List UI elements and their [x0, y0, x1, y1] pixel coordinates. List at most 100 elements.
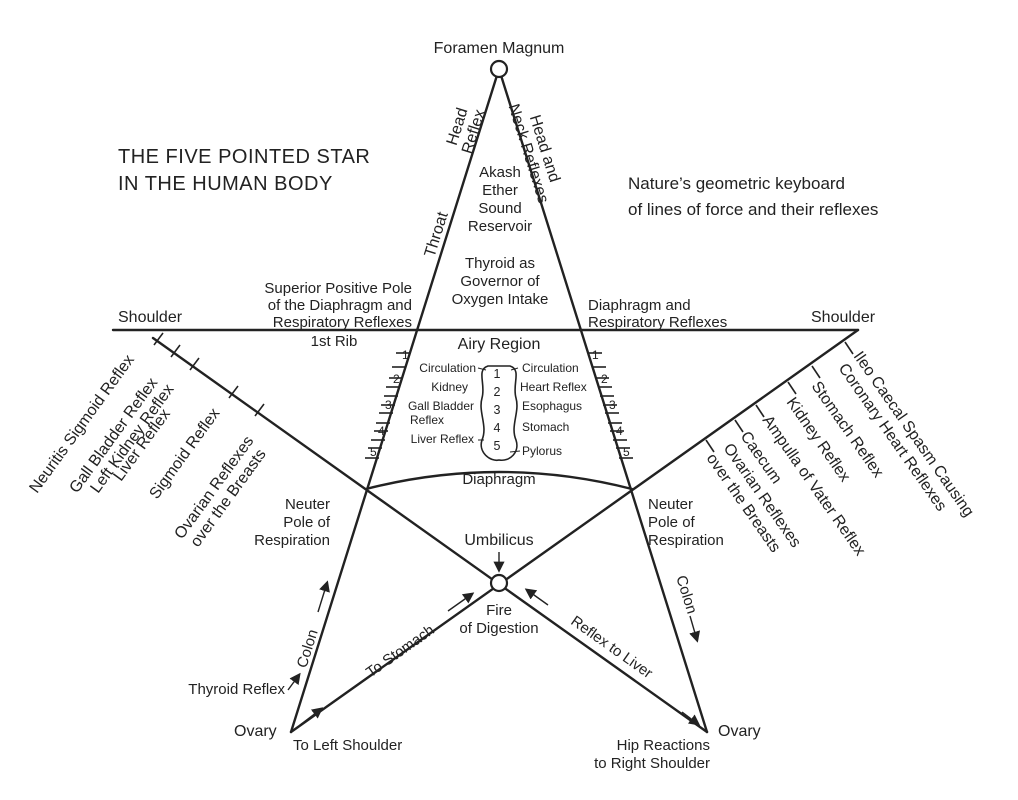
svg-text:of Digestion: of Digestion [459, 620, 538, 637]
svg-text:Respiration: Respiration [254, 532, 330, 549]
colon-right-label: Colon [672, 573, 700, 615]
svg-text:1: 1 [402, 348, 409, 362]
svg-text:3: 3 [494, 403, 501, 417]
umbilicus-label: Umbilicus [464, 532, 533, 549]
svg-text:4: 4 [616, 424, 623, 438]
svg-text:Circulation: Circulation [522, 361, 579, 375]
svg-text:Circulation: Circulation [419, 361, 476, 375]
svg-text:Esophagus: Esophagus [522, 399, 582, 413]
svg-text:4: 4 [494, 421, 501, 435]
svg-text:to Right Shoulder: to Right Shoulder [594, 755, 710, 772]
right-side-ticks [588, 352, 633, 459]
svg-text:Liver Reflex: Liver Reflex [411, 432, 474, 446]
thyroid-reflex-arrow [287, 672, 301, 691]
svg-text:Fire: Fire [486, 602, 512, 619]
svg-text:Pole of: Pole of [648, 514, 696, 531]
svg-text:Governor of: Governor of [460, 273, 540, 290]
umbilicus-point [489, 573, 509, 593]
to-left-shoulder-label: To Left Shoulder [293, 737, 402, 754]
to-stomach-arrow [447, 592, 475, 612]
star-line-right [497, 67, 709, 734]
subtitle-line2: of lines of force and their reflexes [628, 200, 878, 219]
right-ovary-label: Ovary [718, 723, 761, 740]
left-diagonal-ticks [153, 332, 265, 417]
svg-text:Pole of: Pole of [283, 514, 331, 531]
spine-column-shape [480, 365, 518, 462]
svg-text:Neuter: Neuter [648, 496, 693, 513]
svg-text:of the Diaphragm and: of the Diaphragm and [268, 297, 412, 314]
svg-text:5: 5 [370, 445, 377, 459]
head-reflex-label: Head Reflex [444, 106, 489, 156]
subtitle-line1: Nature’s geometric keyboard [628, 174, 845, 193]
center-right-labels: Circulation Heart Reflex Esophagus Stoma… [520, 361, 587, 458]
neuter-pole-right-label: Neuter Pole of Respiration [648, 496, 724, 549]
svg-text:Gall Bladder: Gall Bladder [408, 399, 474, 413]
svg-text:1: 1 [494, 367, 501, 381]
svg-text:Diaphragm and: Diaphragm and [588, 297, 691, 314]
left-shoulder-label: Shoulder [118, 309, 183, 326]
right-bottom-arrow [681, 711, 701, 726]
svg-text:Kidney: Kidney [431, 380, 468, 394]
svg-text:Oxygen Intake: Oxygen Intake [452, 291, 549, 308]
svg-text:Reservoir: Reservoir [468, 218, 532, 235]
colon-left-arrow [317, 580, 330, 613]
diaphragm-curve [364, 470, 634, 491]
airy-region-label: Airy Region [458, 336, 541, 353]
svg-text:Superior Positive Pole: Superior Positive Pole [264, 280, 412, 297]
svg-text:4: 4 [378, 424, 385, 438]
right-side-tick-numbers: 1 2 3 4 5 [592, 348, 630, 459]
svg-text:Colon: Colon [672, 573, 700, 615]
right-reflex-labels: Ileo Caecal Spasm Causing Coronary Heart… [703, 349, 977, 559]
colon-right-arrow [689, 615, 701, 643]
svg-text:Neuter: Neuter [285, 496, 330, 513]
diaphragm-respiratory-label: Diaphragm and Respiratory Reflexes [588, 297, 727, 331]
foramen-magnum-label: Foramen Magnum [434, 40, 565, 57]
center-left-labels: Circulation Kidney Gall Bladder Reflex L… [408, 361, 476, 446]
svg-text:5: 5 [623, 445, 630, 459]
right-diagonal-ticks [705, 341, 854, 453]
right-shoulder-label: Shoulder [811, 309, 876, 326]
left-ovary-label: Ovary [234, 723, 277, 740]
to-stomach-label: To Stomach [363, 622, 437, 682]
svg-text:2: 2 [601, 372, 608, 386]
neuter-pole-left-label: Neuter Pole of Respiration [254, 496, 331, 549]
svg-text:1: 1 [592, 348, 599, 362]
svg-text:Akash: Akash [479, 164, 521, 181]
akash-label: Akash Ether Sound Reservoir [468, 164, 532, 235]
svg-text:Reflex: Reflex [410, 413, 444, 427]
star-line-left [289, 67, 501, 734]
diagram-title-line2: IN THE HUMAN BODY [118, 173, 333, 195]
left-side-tick-numbers: 1 2 3 4 5 [370, 348, 409, 459]
thyroid-reflex-label: Thyroid Reflex [188, 681, 285, 698]
svg-text:Respiration: Respiration [648, 532, 724, 549]
svg-text:To Stomach: To Stomach [363, 622, 437, 682]
center-numbers: 1 2 3 4 5 [494, 367, 501, 453]
svg-text:Hip Reactions: Hip Reactions [617, 737, 710, 754]
diaphragm-label: Diaphragm [462, 471, 535, 488]
center-leader-lines [477, 367, 521, 453]
left-bottom-arrow [299, 707, 324, 726]
fire-of-digestion-label: Fire of Digestion [459, 602, 538, 637]
left-side-ticks [365, 352, 410, 459]
svg-text:Stomach: Stomach [522, 420, 569, 434]
svg-text:Ether: Ether [482, 182, 518, 199]
svg-text:Sound: Sound [478, 200, 521, 217]
svg-text:Thyroid as: Thyroid as [465, 255, 535, 272]
svg-text:3: 3 [385, 398, 392, 412]
thyroid-governor-label: Thyroid as Governor of Oxygen Intake [452, 255, 549, 308]
svg-text:Pylorus: Pylorus [522, 444, 562, 458]
svg-text:Respiratory Reflexes: Respiratory Reflexes [588, 314, 727, 331]
svg-text:3: 3 [609, 398, 616, 412]
svg-text:Respiratory Reflexes: Respiratory Reflexes [273, 314, 412, 331]
svg-text:Ileo Caecal Spasm Causing: Ileo Caecal Spasm Causing [850, 349, 977, 520]
svg-text:Reflex to Liver: Reflex to Liver [568, 613, 656, 682]
hip-reactions-label: Hip Reactions to Right Shoulder [594, 737, 710, 772]
diagram-title-line1: THE FIVE POINTED STAR [118, 146, 370, 168]
left-reflex-labels: Neuritis Sigmoid Reflex Gall Bladder Ref… [26, 352, 269, 551]
svg-text:2: 2 [393, 372, 400, 386]
svg-text:2: 2 [494, 385, 501, 399]
star-line-left-diagonal [151, 336, 709, 734]
reflex-to-liver-label: Reflex to Liver [568, 613, 656, 682]
foramen-magnum-point [489, 59, 509, 79]
